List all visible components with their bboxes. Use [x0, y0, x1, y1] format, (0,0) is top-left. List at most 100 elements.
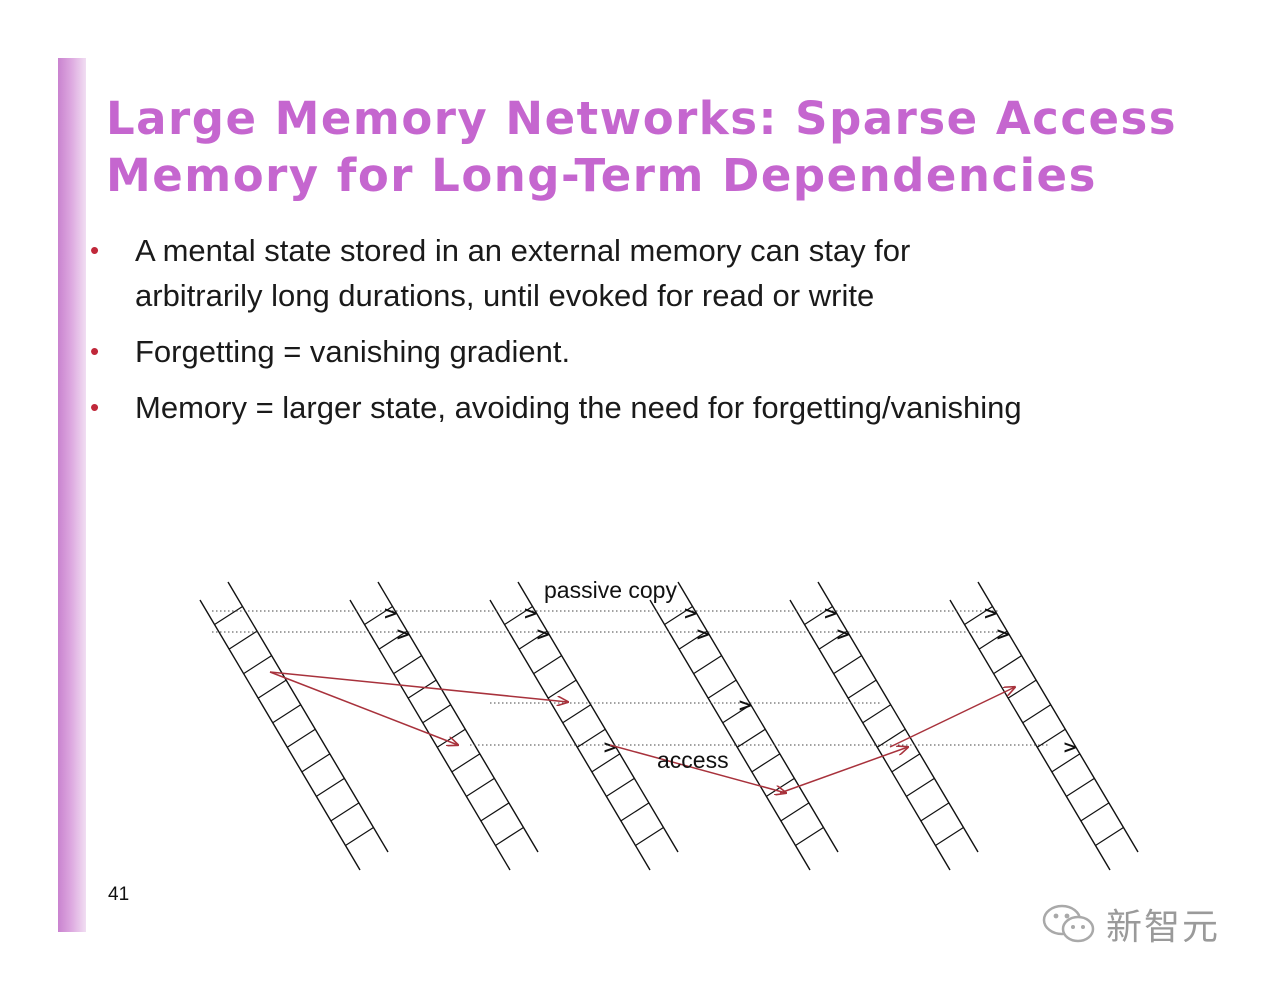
- memory-cell-divider: [1051, 753, 1081, 773]
- memory-cell-divider: [504, 606, 533, 626]
- page-number: 41: [108, 884, 130, 905]
- title-line-1: Large Memory Networks: Sparse Access: [106, 92, 1178, 145]
- memory-cell-divider: [804, 606, 833, 626]
- title-line-2: Memory for Long-Term Dependencies: [106, 149, 1097, 202]
- memory-cell-divider: [964, 606, 993, 626]
- chevron-right-icon: >: [696, 624, 711, 645]
- access-arrows: [269, 671, 1015, 794]
- access-arrow: [609, 744, 786, 793]
- passive-copy-label: passive copy: [544, 577, 677, 603]
- memory-cell-divider: [906, 777, 935, 797]
- bullet-list: • A mental state stored in an external m…: [88, 228, 1188, 441]
- memory-cell-divider: [591, 753, 621, 773]
- memory-cell-divider: [345, 826, 374, 846]
- memory-column: [349, 581, 539, 871]
- memory-cell-divider: [833, 655, 862, 675]
- memory-column: [789, 581, 979, 871]
- access-label: access: [657, 747, 729, 773]
- memory-cell-divider: [736, 728, 766, 748]
- memory-cell-divider: [795, 826, 824, 846]
- memory-cell-divider: [876, 728, 906, 748]
- memory-column: [489, 581, 679, 871]
- chevron-right-icon: >: [523, 603, 538, 624]
- memory-cell-divider: [272, 704, 302, 724]
- memory-cell-divider: [1022, 704, 1052, 724]
- memory-cell-divider: [920, 802, 950, 822]
- memory-cell-divider: [451, 753, 481, 773]
- memory-cell-divider: [847, 679, 877, 699]
- memory-cell-divider: [576, 728, 606, 748]
- memory-cell-divider: [635, 826, 664, 846]
- bullet-dot-icon: •: [90, 392, 100, 422]
- memory-cell-divider: [316, 777, 345, 797]
- memory-cell-divider: [891, 753, 921, 773]
- chevron-right-icon: >: [836, 624, 851, 645]
- slide-accent-bar: [58, 58, 86, 932]
- memory-column: [649, 581, 839, 871]
- chevron-right-icon: >: [983, 603, 998, 624]
- chevron-right-icon: >: [823, 603, 838, 624]
- memory-cell-divider: [664, 606, 693, 626]
- access-arrow: [779, 747, 908, 794]
- bullet-item: • Forgetting = vanishing gradient.: [88, 329, 1188, 374]
- chevron-right-icon: >: [383, 603, 398, 624]
- memory-cell-divider: [1007, 679, 1037, 699]
- chevron-right-icon: >: [1063, 737, 1078, 758]
- passive-copy-lines: >>>>>>>>>>>>>: [212, 603, 1078, 758]
- bullet-1-line-1: A mental state stored in an external mem…: [135, 233, 911, 268]
- memory-cell-divider: [993, 655, 1022, 675]
- memory-cell-divider: [707, 679, 737, 699]
- memory-cell-divider: [466, 777, 495, 797]
- memory-cell-divider: [518, 630, 548, 650]
- bullet-dot-icon: •: [90, 235, 100, 265]
- memory-cell-divider: [562, 704, 592, 724]
- memory-cell-divider: [393, 655, 422, 675]
- chevron-right-icon: >: [996, 624, 1011, 645]
- access-arrow: [269, 671, 458, 745]
- memory-cell-divider: [693, 655, 722, 675]
- memory-cell-divider: [1080, 802, 1110, 822]
- memory-cell-divider: [978, 630, 1008, 650]
- memory-cell-divider: [533, 655, 562, 675]
- memory-column: [949, 581, 1139, 871]
- memory-cell-divider: [301, 753, 331, 773]
- bullet-3-line-1: Memory = larger state, avoiding the need…: [135, 390, 1022, 425]
- memory-cell-divider: [422, 704, 452, 724]
- memory-cell-divider: [722, 704, 752, 724]
- bullet-item: • A mental state stored in an external m…: [88, 228, 1188, 318]
- memory-cell-divider: [286, 728, 316, 748]
- memory-cell-divider: [1066, 777, 1095, 797]
- memory-cell-divider: [495, 826, 524, 846]
- memory-cell-divider: [751, 753, 781, 773]
- memory-cell-divider: [935, 826, 964, 846]
- memory-cell-divider: [228, 630, 258, 650]
- memory-cell-divider: [364, 606, 393, 626]
- slide-title: Large Memory Networks: Sparse Access Mem…: [106, 90, 1196, 204]
- access-arrow: [269, 671, 568, 702]
- access-arrow: [889, 687, 1015, 748]
- memory-cell-divider: [330, 802, 360, 822]
- bullet-item: • Memory = larger state, avoiding the ne…: [88, 385, 1188, 430]
- wechat-icon: [1042, 904, 1095, 943]
- memory-cell-divider: [780, 802, 810, 822]
- watermark: 新智元: [1040, 898, 1220, 950]
- chevron-right-icon: >: [603, 737, 618, 758]
- memory-cell-divider: [678, 630, 708, 650]
- memory-access-diagram: >>>>>>>>>>>>> passive copy access: [199, 577, 1139, 871]
- memory-cell-divider: [1095, 826, 1124, 846]
- memory-cell-divider: [243, 655, 272, 675]
- chevron-right-icon: >: [738, 695, 753, 716]
- bullet-2-line-1: Forgetting = vanishing gradient.: [135, 334, 571, 369]
- bullet-dot-icon: •: [90, 336, 100, 366]
- memory-cell-divider: [1036, 728, 1066, 748]
- memory-cell-divider: [862, 704, 892, 724]
- memory-cell-divider: [620, 802, 650, 822]
- memory-cell-divider: [606, 777, 635, 797]
- memory-cell-divider: [480, 802, 510, 822]
- memory-cell-divider: [407, 679, 437, 699]
- memory-cell-divider: [818, 630, 848, 650]
- chevron-right-icon: >: [536, 624, 551, 645]
- memory-cell-divider: [257, 679, 287, 699]
- memory-cell-divider: [378, 630, 408, 650]
- memory-column: [199, 581, 389, 871]
